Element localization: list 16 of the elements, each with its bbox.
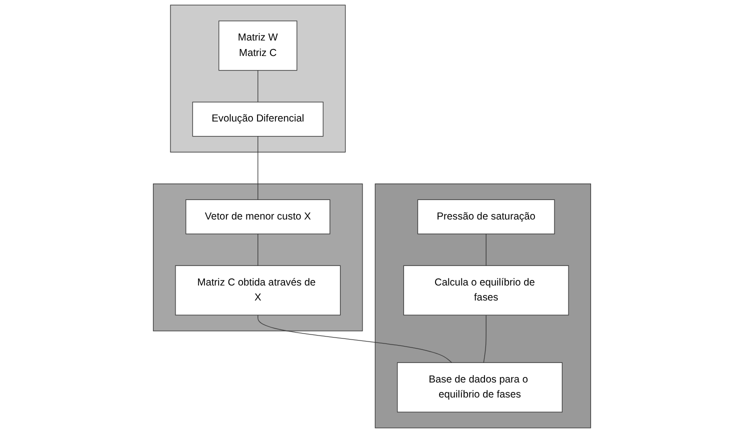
connector bbox=[257, 234, 258, 266]
node-box: Pressão de saturação bbox=[416, 199, 554, 234]
cluster bbox=[170, 4, 346, 152]
connector bbox=[257, 314, 452, 363]
connector bbox=[482, 314, 486, 363]
node-box: Matriz W Matriz C bbox=[218, 20, 297, 71]
node-box: Matriz C obtida através de X bbox=[174, 265, 340, 316]
connector bbox=[485, 234, 486, 266]
node-box: Vetor de menor custo X bbox=[185, 199, 330, 234]
cluster bbox=[152, 184, 362, 332]
connector bbox=[257, 70, 258, 102]
node-box: Calcula o equilíbrio de fases bbox=[402, 265, 568, 316]
connector bbox=[257, 136, 258, 200]
cluster bbox=[374, 184, 591, 428]
node-box: Evolução Diferencial bbox=[192, 102, 323, 137]
node-box: Base de dados para o equilíbrio de fases bbox=[396, 362, 562, 412]
